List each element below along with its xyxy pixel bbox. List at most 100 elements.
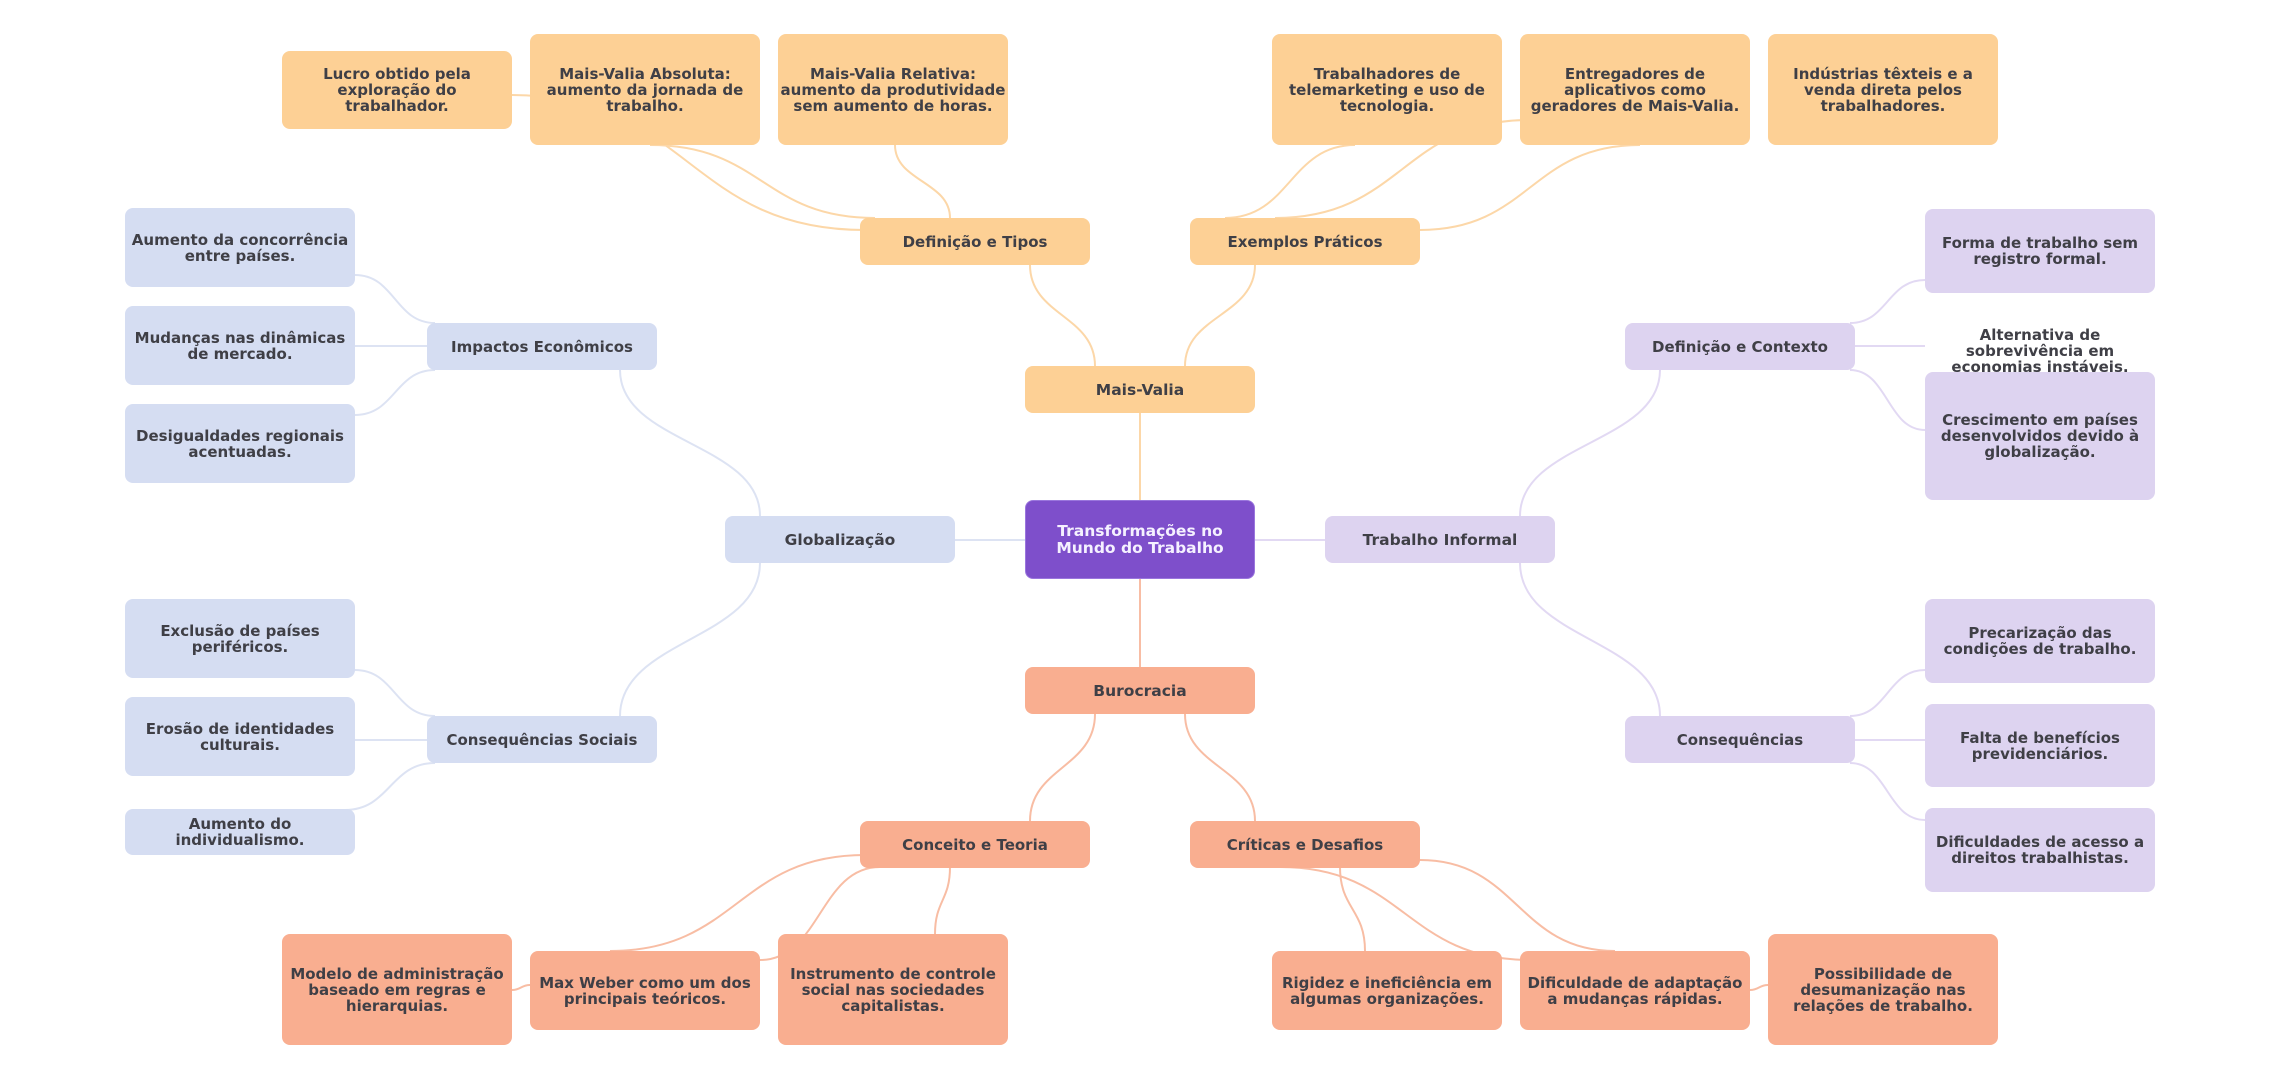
leaf-node[interactable]: Lucro obtido pela exploração do trabalha… bbox=[282, 51, 512, 129]
connector-line bbox=[1849, 669, 1926, 717]
connector-line bbox=[1419, 144, 1641, 231]
leaf-node[interactable]: Forma de trabalho sem registro formal. bbox=[1925, 209, 2155, 293]
sub-label: Definição e Contexto bbox=[1652, 337, 1828, 356]
leaf-node[interactable]: Exclusão de países periféricos. bbox=[125, 599, 355, 678]
leaf-node[interactable]: Aumento da concorrência entre países. bbox=[125, 208, 355, 287]
leaf-node[interactable]: Erosão de identidades culturais. bbox=[125, 697, 355, 776]
leaf-node[interactable]: Dificuldade de adaptação a mudanças rápi… bbox=[1520, 951, 1750, 1030]
branch-globalizacao[interactable]: Globalização bbox=[725, 516, 955, 563]
leaf-node[interactable]: Mudanças nas dinâmicas de mercado. bbox=[125, 306, 355, 385]
leaf-node[interactable]: Entregadores de aplicativos como gerador… bbox=[1520, 34, 1750, 145]
leaf-node[interactable]: Falta de benefícios previdenciários. bbox=[1925, 704, 2155, 787]
sub-consequencias[interactable]: Consequências bbox=[1625, 716, 1855, 763]
branch-mais-valia[interactable]: Mais-Valia bbox=[1025, 366, 1255, 413]
leaf-node[interactable]: Dificuldades de acesso a direitos trabal… bbox=[1925, 808, 2155, 892]
sub-label: Impactos Econômicos bbox=[451, 337, 633, 356]
sub-label: Exemplos Práticos bbox=[1227, 232, 1383, 251]
leaf-label: Dificuldades de acesso a direitos trabal… bbox=[1935, 833, 2145, 867]
leaf-node[interactable]: Max Weber como um dos principais teórico… bbox=[530, 951, 760, 1030]
sub-impactos-economicos[interactable]: Impactos Econômicos bbox=[427, 323, 657, 370]
connector-line bbox=[619, 562, 761, 717]
connector-line bbox=[1279, 866, 1531, 961]
leaf-label: Possibilidade de desumanização nas relaç… bbox=[1793, 964, 1973, 1015]
leaf-label: Crescimento em países desenvolvidos devi… bbox=[1940, 411, 2140, 461]
connector-line bbox=[1849, 762, 1926, 821]
branch-trabalho-informal[interactable]: Trabalho Informal bbox=[1325, 516, 1555, 563]
branch-burocracia[interactable]: Burocracia bbox=[1025, 667, 1255, 714]
connector-line bbox=[894, 144, 951, 219]
sub-definicao-e-tipos[interactable]: Definição e Tipos bbox=[860, 218, 1090, 265]
sub-label: Críticas e Desafios bbox=[1226, 835, 1384, 854]
leaf-label: Exclusão de países periféricos. bbox=[160, 621, 320, 656]
leaf-label: Dificuldade de adaptação a mudanças rápi… bbox=[1527, 973, 1743, 1008]
leaf-node[interactable]: Mais-Valia Relativa: aumento da produtiv… bbox=[778, 34, 1008, 145]
sub-label: Consequências Sociais bbox=[446, 730, 638, 749]
root-node[interactable]: Transformações no Mundo do Trabalho bbox=[1025, 500, 1255, 579]
leaf-label: Desigualdades regionais acentuadas. bbox=[136, 426, 344, 461]
leaf-label: Aumento da concorrência entre países. bbox=[131, 230, 349, 265]
connector-line bbox=[354, 669, 436, 717]
sub-definicao-e-contexto[interactable]: Definição e Contexto bbox=[1625, 323, 1855, 370]
connector-line bbox=[354, 369, 436, 416]
branch-label: Burocracia bbox=[1093, 681, 1187, 700]
leaf-node[interactable]: Indústrias têxteis e a venda direta pelo… bbox=[1768, 34, 1998, 145]
connector-line bbox=[609, 854, 866, 952]
leaf-label: Falta de benefícios previdenciários. bbox=[1960, 728, 2120, 763]
leaf-node[interactable]: Modelo de administração baseado em regra… bbox=[282, 934, 512, 1045]
connector-line bbox=[1849, 369, 1926, 431]
connector-line bbox=[1749, 984, 1769, 991]
sub-label: Consequências bbox=[1676, 730, 1804, 749]
leaf-node[interactable]: Rigidez e ineficiência em algumas organi… bbox=[1272, 951, 1502, 1030]
leaf-label: Forma de trabalho sem registro formal. bbox=[1941, 234, 2139, 268]
branch-label: Trabalho Informal bbox=[1362, 530, 1518, 549]
leaf-node[interactable]: Possibilidade de desumanização nas relaç… bbox=[1768, 934, 1998, 1045]
root-label: Transformações no Mundo do Trabalho bbox=[1056, 521, 1224, 557]
connector-line bbox=[1184, 713, 1256, 822]
sub-exemplos-praticos[interactable]: Exemplos Práticos bbox=[1190, 218, 1420, 265]
connector-line bbox=[934, 866, 951, 935]
connector-line bbox=[1849, 279, 1926, 324]
leaf-label: Mais-Valia Relativa: aumento da produtiv… bbox=[780, 64, 1006, 115]
leaf-node[interactable]: Trabalhadores de telemarketing e uso de … bbox=[1272, 34, 1502, 145]
leaf-node[interactable]: Mais-Valia Absoluta: aumento da jornada … bbox=[530, 34, 760, 145]
leaf-label: Mais-Valia Absoluta: aumento da jornada … bbox=[546, 64, 744, 115]
sub-conceito-e-teoria[interactable]: Conceito e Teoria bbox=[860, 821, 1090, 868]
connector-line bbox=[1339, 866, 1366, 952]
connector-line bbox=[1519, 562, 1661, 717]
leaf-node[interactable]: Desigualdades regionais acentuadas. bbox=[125, 404, 355, 483]
connector-line bbox=[619, 369, 761, 517]
leaf-label: Indústrias têxteis e a venda direta pelo… bbox=[1793, 64, 1973, 115]
leaf-label: Entregadores de aplicativos como gerador… bbox=[1530, 64, 1740, 115]
leaf-label: Alternativa de sobrevivência em economia… bbox=[1951, 326, 2129, 376]
sub-consequencias-sociais[interactable]: Consequências Sociais bbox=[427, 716, 657, 763]
leaf-node[interactable]: Alternativa de sobrevivência em economia… bbox=[1925, 296, 2155, 406]
connector-line bbox=[344, 762, 436, 811]
sub-label: Conceito e Teoria bbox=[902, 835, 1048, 854]
leaf-label: Mudanças nas dinâmicas de mercado. bbox=[134, 328, 346, 363]
leaf-label: Erosão de identidades culturais. bbox=[145, 719, 335, 754]
leaf-label: Precarização das condições de trabalho. bbox=[1943, 624, 2137, 658]
connector-line bbox=[1184, 264, 1256, 367]
branch-label: Globalização bbox=[784, 530, 896, 549]
leaf-node[interactable]: Aumento do individualismo. bbox=[125, 809, 355, 855]
connector-line bbox=[1029, 713, 1096, 822]
connector-line bbox=[1519, 369, 1661, 517]
leaf-label: Aumento do individualismo. bbox=[175, 815, 305, 849]
connector-line bbox=[511, 984, 531, 991]
leaf-label: Lucro obtido pela exploração do trabalha… bbox=[323, 65, 471, 115]
leaf-label: Max Weber como um dos principais teórico… bbox=[539, 973, 751, 1008]
connector-line bbox=[354, 274, 436, 324]
connector-line bbox=[1419, 859, 1616, 952]
leaf-label: Modelo de administração baseado em regra… bbox=[290, 964, 504, 1015]
sub-label: Definição e Tipos bbox=[902, 232, 1048, 251]
sub-criticas-e-desafios[interactable]: Críticas e Desafios bbox=[1190, 821, 1420, 868]
leaf-node[interactable]: Instrumento de controle social nas socie… bbox=[778, 934, 1008, 1045]
leaf-node[interactable]: Precarização das condições de trabalho. bbox=[1925, 599, 2155, 683]
leaf-node[interactable]: Crescimento em países desenvolvidos devi… bbox=[1925, 372, 2155, 500]
leaf-label: Rigidez e ineficiência em algumas organi… bbox=[1281, 973, 1492, 1008]
branch-label: Mais-Valia bbox=[1095, 380, 1185, 399]
leaf-label: Trabalhadores de telemarketing e uso de … bbox=[1289, 64, 1485, 115]
connector-line bbox=[1029, 264, 1096, 367]
connector-line bbox=[1224, 144, 1356, 219]
